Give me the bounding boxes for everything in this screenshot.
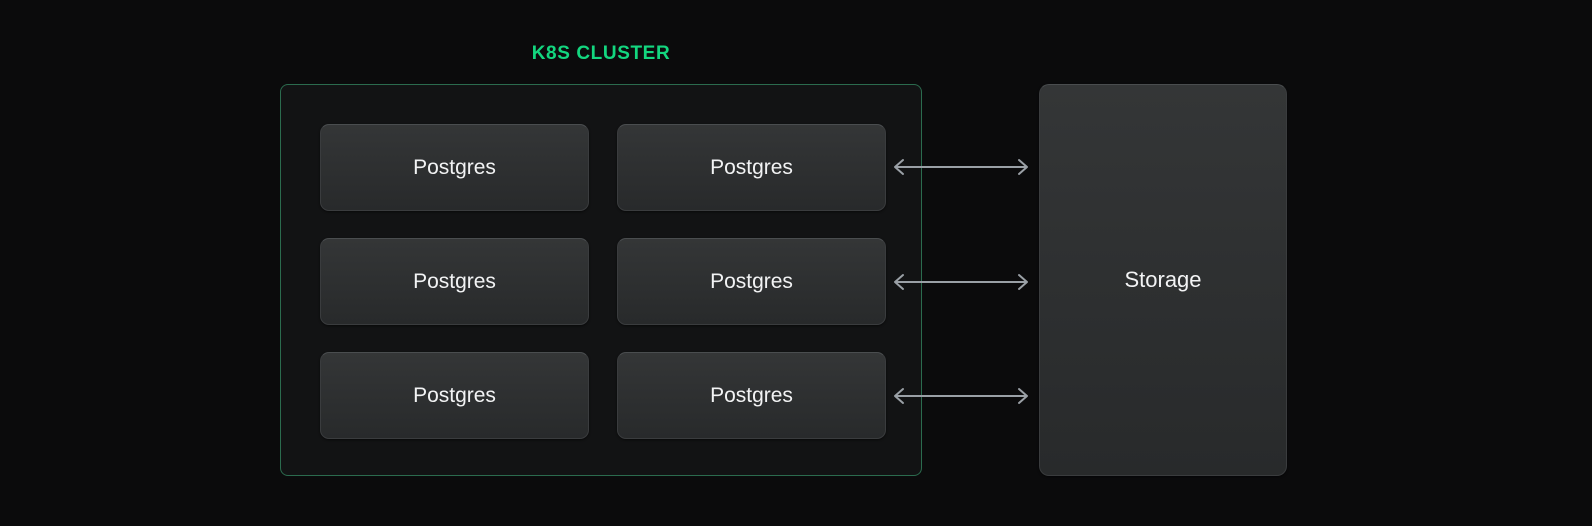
- cluster-title: K8S CLUSTER: [531, 43, 671, 64]
- pod-card-3[interactable]: Postgres: [320, 238, 589, 325]
- pod-storage-link-1: [888, 156, 1034, 178]
- pod-card-2[interactable]: Postgres: [617, 124, 886, 211]
- storage-label: Storage: [1124, 267, 1202, 292]
- pod-storage-link-2: [888, 271, 1034, 293]
- pod-label: Postgres: [710, 269, 793, 293]
- pod-grid: Postgres Postgres Postgres Postgres Post…: [320, 124, 886, 439]
- k8s-cluster-panel: Postgres Postgres Postgres Postgres Post…: [280, 84, 922, 476]
- pod-card-1[interactable]: Postgres: [320, 124, 589, 211]
- pod-label: Postgres: [413, 269, 496, 293]
- double-arrow-icon: [894, 274, 1028, 290]
- pod-card-6[interactable]: Postgres: [617, 352, 886, 439]
- pod-label: Postgres: [710, 155, 793, 179]
- double-arrow-icon: [894, 388, 1028, 404]
- pod-label: Postgres: [413, 155, 496, 179]
- pod-card-4[interactable]: Postgres: [617, 238, 886, 325]
- pod-card-5[interactable]: Postgres: [320, 352, 589, 439]
- storage-card[interactable]: Storage: [1039, 84, 1287, 476]
- pod-storage-link-3: [888, 385, 1034, 407]
- double-arrow-icon: [894, 159, 1028, 175]
- pod-label: Postgres: [413, 383, 496, 407]
- pod-label: Postgres: [710, 383, 793, 407]
